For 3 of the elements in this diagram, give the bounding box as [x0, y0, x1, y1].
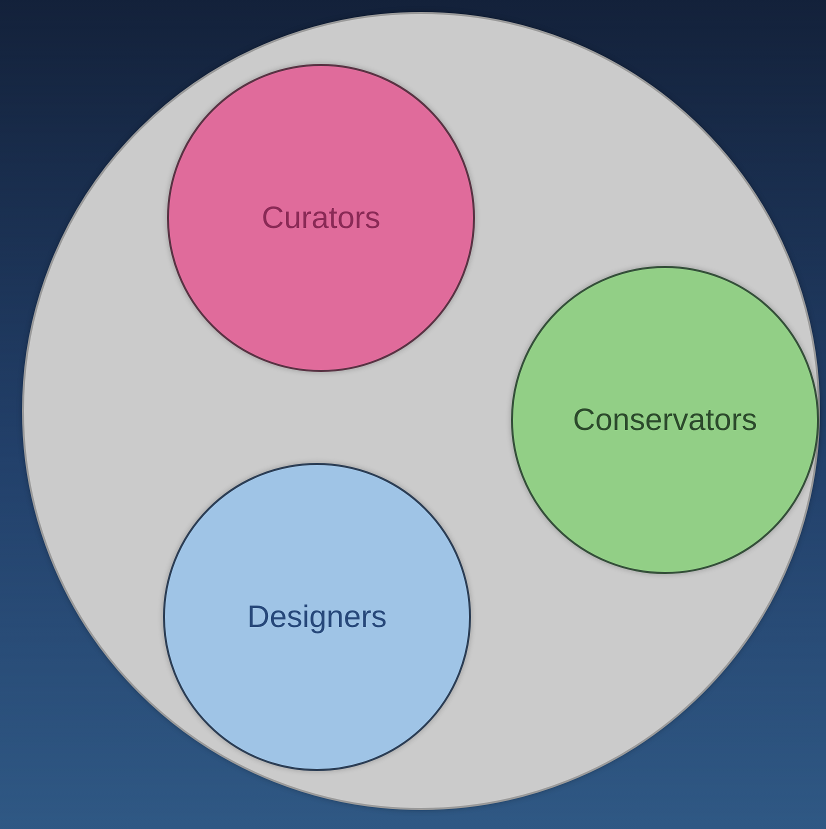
group-label: Conservators	[572, 402, 758, 438]
group-label: Designers	[247, 599, 387, 635]
group-label: Curators	[262, 200, 380, 236]
